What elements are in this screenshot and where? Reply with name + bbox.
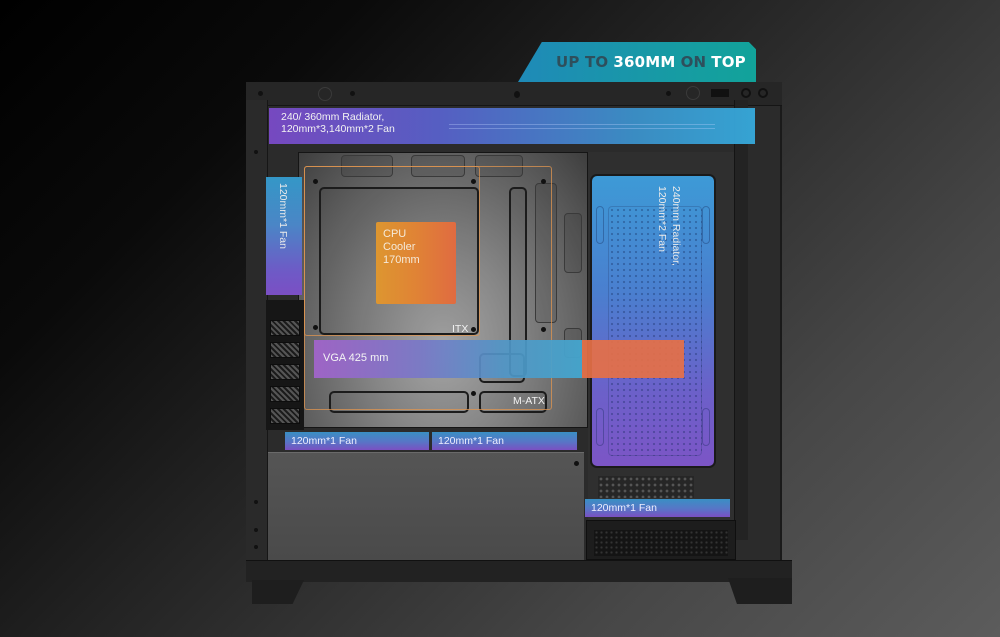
screw-hole	[254, 545, 258, 549]
bottom-fan-zone-2: 120mm*1 Fan	[432, 432, 577, 450]
gpu-label: VGA 425 mm	[323, 352, 389, 364]
case-left-rail	[246, 100, 268, 570]
screw-hole	[350, 91, 355, 96]
pci-slot	[270, 320, 300, 336]
cpu-cooler-line3: 170mm	[383, 254, 420, 266]
bottom-fan-1-label: 120mm*1 Fan	[291, 435, 357, 447]
gpu-zone: VGA 425 mm	[314, 340, 582, 378]
rear-fan-label: 120mm*1 Fan	[277, 183, 289, 249]
vent-mesh	[598, 476, 694, 498]
audio-jack	[758, 88, 768, 98]
badge-word-1: UP TO	[556, 53, 609, 71]
matx-outline	[304, 166, 552, 410]
case-bottom-rail	[246, 560, 792, 582]
side-radiator-zone: 240mm Radiator, 120mm*2 Fan	[590, 174, 716, 468]
standoff	[471, 327, 476, 332]
screw-hole	[254, 500, 258, 504]
itx-label: ITX	[452, 323, 469, 335]
screw-ring	[318, 87, 332, 101]
side-radiator-line2: 120mm*2 Fan	[656, 186, 668, 252]
pci-slot	[270, 364, 300, 380]
standoff	[471, 179, 476, 184]
top-radiator-line1: 240/ 360mm Radiator,	[281, 111, 385, 123]
bottom-fan-zone-1: 120mm*1 Fan	[285, 432, 429, 450]
standoff	[541, 179, 546, 184]
psu-mesh	[594, 530, 728, 556]
bottom-fan-2-label: 120mm*1 Fan	[438, 435, 504, 447]
lower-cutout	[329, 391, 469, 413]
standoff	[471, 391, 476, 396]
standoff	[541, 327, 546, 332]
badge-word-2: 360MM	[613, 53, 676, 71]
psu-shroud	[268, 452, 584, 560]
matx-label: M-ATX	[513, 395, 545, 407]
audio-jack	[741, 88, 751, 98]
tray-slot	[564, 213, 582, 273]
screw-hole	[574, 461, 579, 466]
screw-hole	[254, 150, 258, 154]
badge-word-4: TOP	[711, 53, 746, 71]
screw-hole	[258, 91, 263, 96]
screw-hole	[254, 528, 258, 532]
top-radiator-zone: 240/ 360mm Radiator, 120mm*3,140mm*2 Fan	[269, 108, 755, 144]
power-button	[686, 86, 700, 100]
cpu-cooler-zone: CPU Cooler 170mm	[376, 222, 456, 304]
cpu-cooler-line2: Cooler	[383, 241, 416, 253]
screw-hole	[666, 91, 671, 96]
psu-fan-zone: 120mm*1 Fan	[585, 499, 730, 517]
pci-slot	[270, 342, 300, 358]
case-foot-right	[728, 578, 792, 604]
screw-hole	[514, 91, 520, 98]
psu-fan-label: 120mm*1 Fan	[591, 502, 657, 514]
rear-fan-zone: 120mm*1 Fan	[266, 177, 302, 295]
top-radiator-line2: 120mm*3,140mm*2 Fan	[281, 123, 395, 135]
pci-expansion-area	[266, 300, 304, 430]
pci-slot	[270, 386, 300, 402]
lower-cutout	[479, 391, 547, 413]
side-radiator-line1: 240mm Radiator,	[670, 186, 682, 266]
standoff	[313, 325, 318, 330]
motherboard-tray: ITX M-ATX	[298, 152, 588, 428]
cpu-cooler-line1: CPU	[383, 228, 407, 240]
badge-word-3: ON	[680, 53, 707, 71]
standoff	[313, 179, 318, 184]
pci-slot	[270, 408, 300, 424]
top-capacity-badge: UP TO 360MM ON TOP	[518, 42, 756, 82]
gpu-extension-zone	[582, 340, 684, 378]
case-foot-left	[252, 580, 304, 604]
case-top-panel	[246, 82, 782, 106]
usb-port	[711, 89, 729, 97]
case-right-rail	[734, 100, 748, 540]
